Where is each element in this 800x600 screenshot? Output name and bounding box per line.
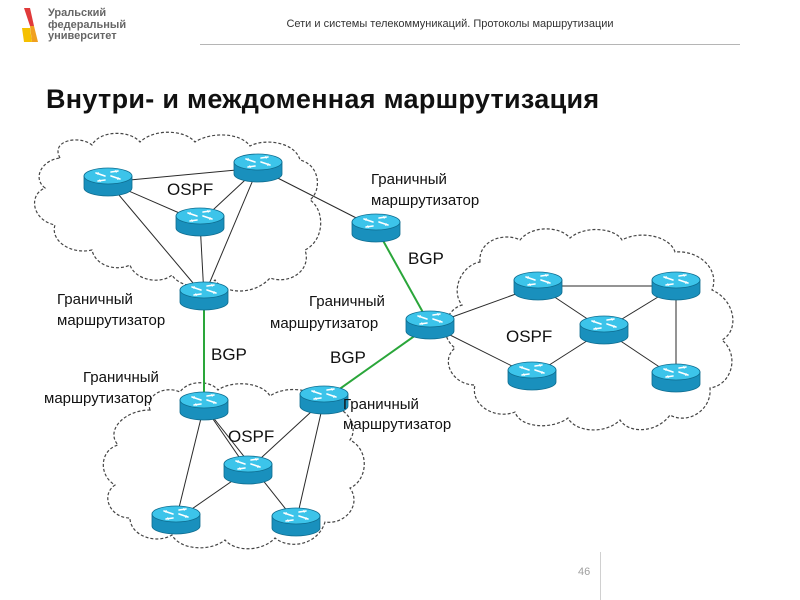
border-router-label-line1: Граничный [57,291,133,308]
link [295,399,325,523]
border-router-icon [179,391,229,421]
border-router-label-line1: Граничный [343,396,419,413]
logo-mark-icon [22,8,38,42]
header-divider [200,44,740,45]
router-icon [513,271,563,301]
border-router-label-line2: маршрутизатор [57,312,165,329]
logo-line-2: федеральный [48,18,127,31]
bgp-links [203,227,431,406]
bgp-label: BGP [330,348,366,367]
border-router-label-line2: маршрутизатор [270,315,378,332]
ospf-label: OSPF [228,427,274,446]
bgp-label: BGP [211,345,247,364]
slide-title: Внутри- и междоменная маршрутизация [46,84,600,114]
router-icon [151,505,201,535]
router-icon [271,507,321,537]
bgp-link [323,324,431,401]
link [203,167,259,297]
border-router-label-line2: маршрутизатор [371,192,479,209]
border-router-icon [351,213,401,243]
university-logo: Уральский федеральный университет [20,6,170,46]
page-number-divider [600,552,601,600]
router-icon [651,363,701,393]
router-icon [651,271,701,301]
router-icon [579,315,629,345]
page-number: 46 [578,566,591,578]
border-router-label-line1: Граничный [83,369,159,386]
router-icon [223,455,273,485]
border-router-label-line1: Граничный [371,171,447,188]
router-icon [175,207,225,237]
logo-line-1: Уральский [48,7,107,19]
ospf-label: OSPF [167,180,213,199]
border-router-icon [405,310,455,340]
border-router-icon [179,281,229,311]
border-router-label-line2: маршрутизатор [343,416,451,433]
router-icon [83,167,133,197]
border-router-label-line1: Граничный [309,293,385,310]
border-router-label-line2: маршрутизатор [44,390,152,407]
bgp-label: BGP [408,249,444,268]
as-cloud-top-left [34,131,322,292]
router-icon [507,361,557,391]
header-title: Сети и системы телекоммуникаций. Протоко… [286,18,614,30]
logo-line-3: университет [48,30,117,42]
bgp-link [375,227,431,326]
link [107,167,259,183]
border-router-icon [299,385,349,415]
router-icon [233,153,283,183]
link [107,181,205,297]
ospf-label: OSPF [506,327,552,346]
link [175,405,205,521]
